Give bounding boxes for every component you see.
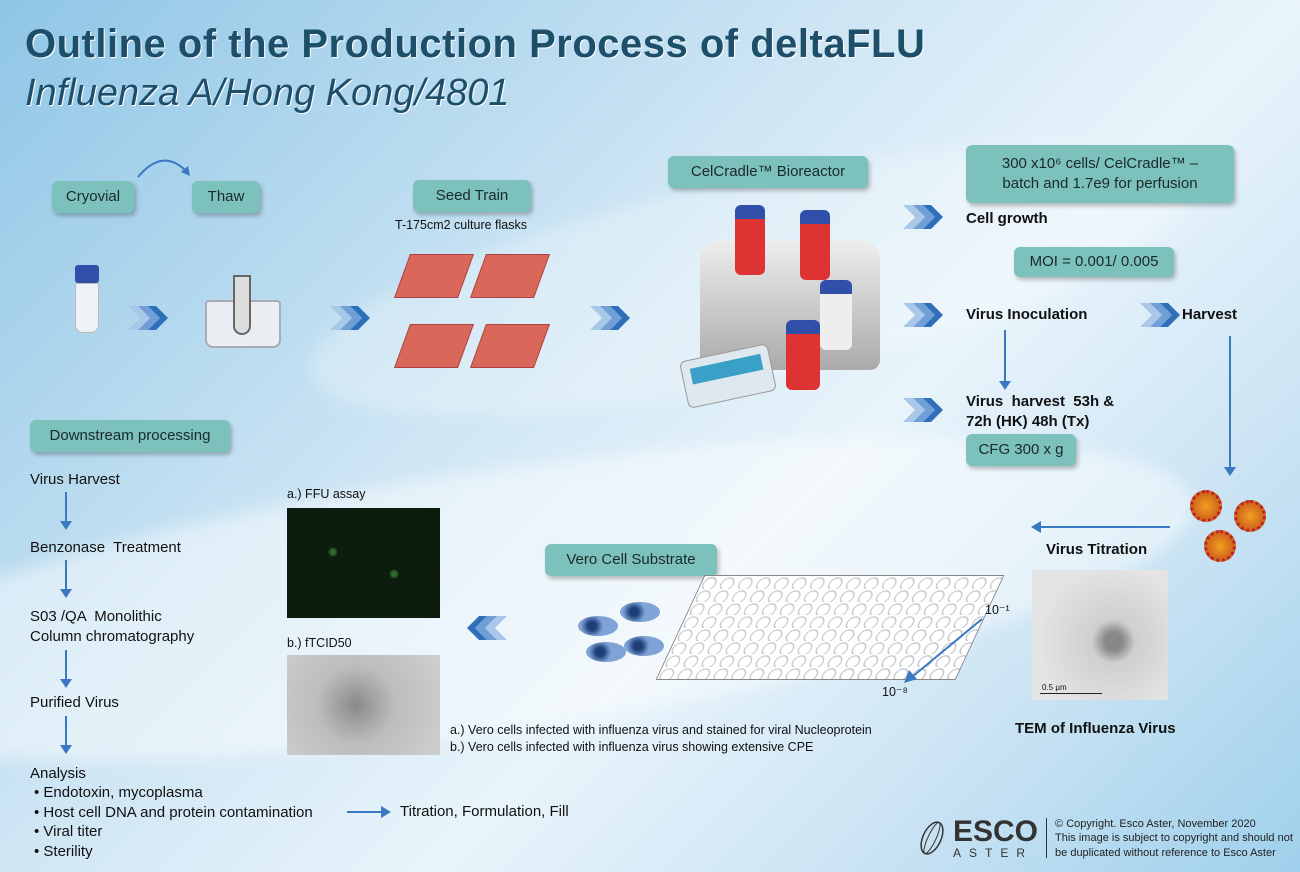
chevron-left-icon [467,616,507,640]
arrow-down [1224,336,1236,476]
virus-particle-icon [1190,490,1222,522]
bottle-icon [786,320,820,390]
analysis-item: Host cell DNA and protein contamination [43,803,313,821]
analysis-item: Viral titer [43,823,103,840]
copyright-line1: © Copyright. Esco Aster, November 2020 [1055,818,1256,830]
curved-arrow-icon [137,159,190,178]
arrow-left [1040,526,1170,528]
page-title: Outline of the Production Process of del… [25,22,926,66]
step-analysis: Analysis [30,765,86,782]
arrow-down [999,330,1011,390]
analysis-item: Sterility [43,842,93,860]
cells-info-box: 300 x10⁶ cells/ CelCradle™ – batch and 1… [966,145,1234,203]
copyright-line2: This image is subject to copyright and s… [1055,832,1293,845]
vero-substrate-label: Vero Cell Substrate [545,544,717,576]
bottle-icon [820,280,852,350]
vero-cells-image [578,602,668,667]
arrow-down [60,650,72,688]
dilution-end-label: 10⁻⁸ [882,685,908,699]
step-chromatography: Column chromatography [30,628,195,645]
chevron-right-icon [903,303,943,327]
cfg-label: CFG 300 x g [966,434,1076,466]
arrow-right [347,811,383,813]
step-benzonase: Benzonase Treatment [30,539,181,556]
cryovial-label: Cryovial [52,181,134,213]
virus-titration-label: Virus Titration [1046,541,1148,558]
spindle-logo-icon [920,821,944,856]
arrow-down [60,492,72,530]
chevron-right-icon [1140,303,1180,327]
virus-harvest-line1: Virus harvest 53h & [966,393,1115,410]
page-subtitle: Influenza A/Hong Kong/4801 [25,72,510,114]
downstream-label: Downstream processing [30,420,230,452]
virus-harvest-line2: 72h (HK) 48h (Tx) [966,413,1090,431]
ffu-assay-label: a.) FFU assay [287,487,366,501]
virus-harvest-label: Virus harvest 53h & 72h (HK) 48h (Tx) [966,392,1114,433]
caption-b: b.) Vero cells infected with influenza v… [450,739,814,754]
step-purified-virus: Purified Virus [30,694,119,711]
caption-a: a.) Vero cells infected with influenza v… [450,723,872,737]
virus-particle-icon [1204,530,1236,562]
cryovial-icon [75,265,99,337]
arrow-head [381,806,391,818]
tcid50-image [287,655,440,755]
bottle-icon [800,210,830,280]
cells-info-line1: 300 x10⁶ cells/ CelCradle™ – [1001,154,1199,172]
logo-bottom-text: ASTER [953,846,1034,861]
copyright-line3: be duplicated without reference to Esco … [1055,846,1276,859]
arrow-head [1031,521,1041,533]
bottle-icon [735,205,765,275]
dilution-arrow [904,618,983,683]
virus-particle-icon [1234,500,1266,532]
chevron-right-icon [590,306,630,330]
analysis-list: • Endotoxin, mycoplasma • Host cell DNA … [34,784,313,860]
chevron-right-icon [903,205,943,229]
tcid50-label: b.) fTCID50 [287,636,352,650]
ffu-assay-image [287,508,440,618]
dilution-start-label: 10⁻¹ [985,603,1010,617]
virus-inoculation-label: Virus Inoculation [966,306,1088,323]
logo-top-text: ESCO [953,815,1039,849]
tem-caption: TEM of Influenza Virus [1015,720,1176,737]
moi-label: MOI = 0.001/ 0.005 [1014,247,1174,277]
thaw-label: Thaw [192,181,260,213]
image-captions: a.) Vero cells infected with influenza v… [450,722,872,756]
step-monolithic: S03 /QA Monolithic [30,608,162,625]
tem-image: 0.5 µm [1032,570,1168,700]
tube-icon [233,275,251,335]
flasks-label: T-175cm2 culture flasks [395,218,527,232]
step-virus-harvest: Virus Harvest [30,471,120,488]
bioreactor-label: CelCradle™ Bioreactor [668,156,868,188]
copyright-notice: © Copyright. Esco Aster, November 2020 T… [1055,817,1293,860]
harvest-label: Harvest [1182,306,1238,323]
esco-aster-logo: ESCO ASTER © Copyright. Esco Aster, Nove… [915,817,1293,860]
chevron-right-icon [330,306,370,330]
analysis-item: Endotoxin, mycoplasma [43,784,203,801]
seed-train-label: Seed Train [413,180,531,212]
final-step-label: Titration, Formulation, Fill [400,803,569,820]
chevron-right-icon [903,398,943,422]
culture-flasks-image [393,248,551,378]
scale-bar-label: 0.5 µm [1042,683,1067,692]
arrow-down [60,560,72,598]
cell-growth-label: Cell growth [966,210,1048,227]
cells-info-line2: batch and 1.7e9 for perfusion [1002,175,1198,192]
chevron-right-icon [128,306,168,330]
arrow-down [60,716,72,754]
